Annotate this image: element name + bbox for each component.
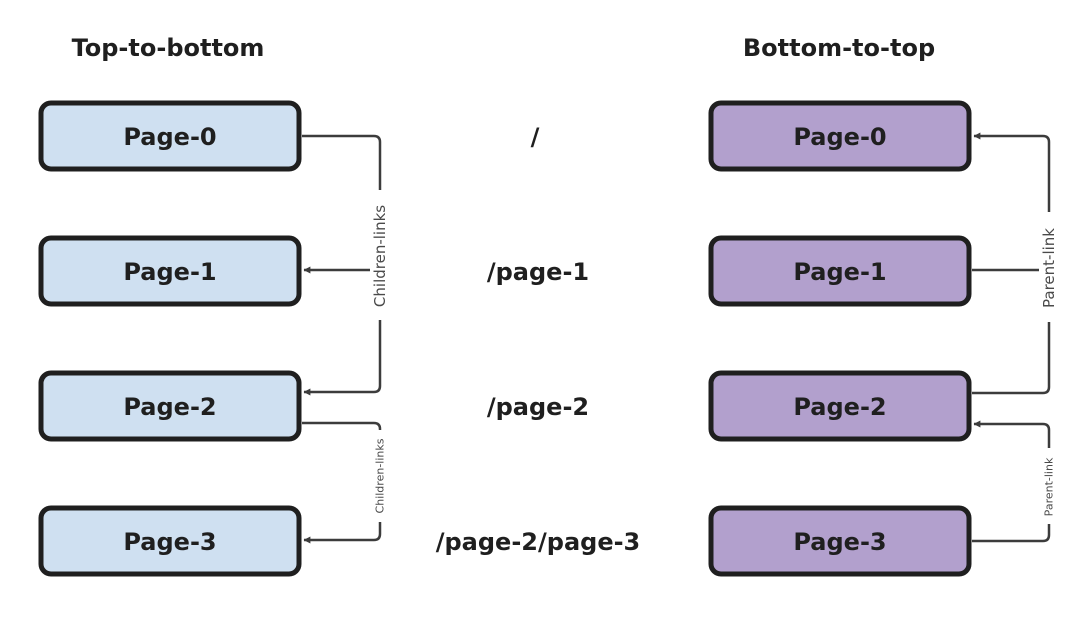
children-links-text: Children-links xyxy=(374,438,387,513)
right-node-page-2: Page-2 xyxy=(708,370,972,442)
left-node-page-0: Page-0 xyxy=(38,100,302,172)
right-node-label: Page-0 xyxy=(793,123,886,151)
children-links-text: Children-links xyxy=(371,205,389,307)
parent-link-label-2: Parent-link xyxy=(1041,448,1057,524)
left-node-label: Page-1 xyxy=(123,258,216,286)
left-node-page-2: Page-2 xyxy=(38,370,302,442)
parent-link-connector-1 xyxy=(972,420,1051,543)
children-links-label-2: Children-links xyxy=(372,430,388,522)
left-node-label: Page-2 xyxy=(123,393,216,421)
path-label-page-2: /page-2 xyxy=(487,393,589,421)
bottom-to-top-title: Bottom-to-top xyxy=(743,34,935,62)
parent-link-text: Parent-link xyxy=(1043,457,1056,516)
left-node-page-3: Page-3 xyxy=(38,505,302,577)
parent-link-connector-0 xyxy=(972,132,1051,395)
path-label-root: / xyxy=(531,123,540,151)
right-node-label: Page-1 xyxy=(793,258,886,286)
right-node-page-0: Page-0 xyxy=(708,100,972,172)
left-node-label: Page-0 xyxy=(123,123,216,151)
children-link-connector-1 xyxy=(302,421,382,544)
parent-link-text: Parent-link xyxy=(1040,228,1058,308)
right-node-label: Page-3 xyxy=(793,528,886,556)
right-node-page-1: Page-1 xyxy=(708,235,972,307)
right-node-label: Page-2 xyxy=(793,393,886,421)
path-label-page-3: /page-2/page-3 xyxy=(436,528,641,556)
children-link-connector-0 xyxy=(302,134,382,396)
right-node-page-3: Page-3 xyxy=(708,505,972,577)
parent-link-label-1: Parent-link xyxy=(1039,212,1059,322)
children-links-label-1: Children-links xyxy=(370,190,390,320)
left-node-label: Page-3 xyxy=(123,528,216,556)
path-label-page-1: /page-1 xyxy=(487,258,589,286)
left-node-page-1: Page-1 xyxy=(38,235,302,307)
top-to-bottom-title: Top-to-bottom xyxy=(72,34,265,62)
